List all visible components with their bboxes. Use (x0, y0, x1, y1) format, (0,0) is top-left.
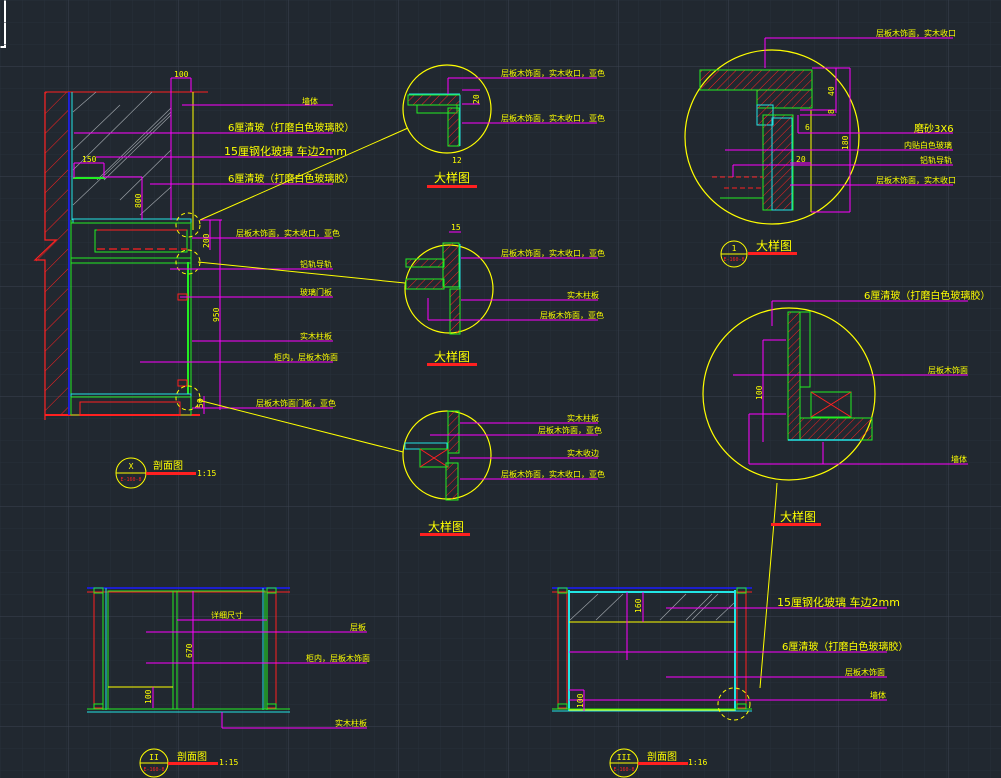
section-ii: 详细尺寸 670 100 层板 柜内，层板木饰面 实木柱板 II E-160-8… (87, 587, 370, 778)
title-ref: E-160-8 (143, 767, 164, 773)
label-d-3: 墙体 (951, 454, 967, 464)
label-ii-3: 实木柱板 (335, 718, 367, 728)
dim-1-6: 6 (805, 123, 810, 132)
label-c-3: 实木收边 (567, 448, 599, 458)
detail-1: 40 8 6 180 20 层板木饰面，实木收口 磨砂3X6 内贴白色玻璃 铝轨… (684, 28, 956, 268)
label-c-1: 实木柱板 (567, 413, 599, 423)
title-text: 剖面图 (153, 459, 183, 472)
wall-hatch (35, 92, 68, 415)
detail-a-title: 大样图 (434, 170, 470, 185)
detail-c-title: 大样图 (428, 519, 464, 534)
label-1-2: 磨砂3X6 (914, 122, 954, 135)
dim-1-180: 180 (841, 135, 850, 150)
label-rail: 铝轨导轨 (300, 259, 332, 269)
label-iii-3: 层板木饰面 (845, 667, 885, 677)
section-x-title: X E-160-8 剖面图 1:15 (115, 457, 216, 489)
label-1-3: 内贴白色玻璃 (904, 140, 952, 150)
dim-a-12: 12 (452, 156, 462, 165)
label-b-2: 实木柱板 (567, 290, 599, 300)
dim-glass-height: 800 (134, 193, 143, 208)
dim-1-8: 8 (827, 109, 836, 114)
label-wood-post: 实木柱板 (300, 331, 332, 341)
title-ref: E-160-8 (613, 767, 634, 773)
detail-a: 20 12 层板木饰面，实木收口，亚色 层板木饰面，实木收口，亚色 大样图 (402, 64, 605, 188)
title-symbol: III (617, 753, 632, 762)
detail-b-title: 大样图 (434, 349, 470, 364)
label-d-2: 层板木饰面 (928, 365, 968, 375)
detail-c: 实木柱板 层板木饰面，亚色 实木收边 层板木饰面，实木收口，亚色 大样图 (402, 410, 605, 536)
dim-ii-bottom: 100 (144, 689, 153, 704)
section-iii-title: III E-160-8 剖面图 1:16 (609, 748, 707, 778)
wall-outline (33, 92, 58, 420)
label-1-1: 层板木饰面，实木收口 (876, 28, 956, 38)
section-iii: 160 100 15厘钢化玻璃 车边2mm 6厘清玻（打磨白色玻璃胶） 层板木饰… (552, 587, 908, 778)
label-wall: 墙体 (302, 96, 318, 106)
title-symbol: 1 (732, 244, 737, 253)
label-ii-2: 柜内，层板木饰面 (306, 653, 370, 663)
title-text: 大样图 (756, 238, 792, 253)
dim-1-20: 20 (796, 155, 806, 164)
label-a-2: 层板木饰面，实木收口，亚色 (501, 113, 605, 123)
title-symbol: X (129, 462, 134, 471)
title-symbol: II (149, 753, 159, 762)
dim-top-width: 100 (174, 70, 189, 79)
label-iii-4: 墙体 (870, 690, 886, 700)
detail-b: 15 层板木饰面，实木收口，亚色 实木柱板 层板木饰面，亚色 大样图 (404, 223, 605, 366)
label-c-2: 层板木饰面，亚色 (538, 425, 602, 435)
dim-shelf: 150 (82, 155, 97, 164)
label-a-1: 层板木饰面，实木收口，亚色 (501, 68, 605, 78)
label-shelf-veneer: 层板木饰面，实木收口，亚色 (236, 228, 340, 238)
label-tempered-glass: 15厘钢化玻璃 车边2mm (224, 144, 347, 158)
dim-1-40: 40 (827, 86, 836, 96)
title-ref: E-160-8 (120, 477, 141, 483)
title-text: 剖面图 (177, 750, 207, 763)
label-clear-glass-1: 6厘清玻（打磨白色玻璃胶） (228, 121, 354, 134)
title-text: 剖面图 (647, 750, 677, 763)
label-door-veneer: 层板木饰面门板，亚色 (256, 398, 336, 408)
section-ii-title: II E-160-8 剖面图 1:15 (139, 748, 238, 778)
detail-1-title: 1 E-160-8 大样图 (720, 238, 797, 268)
label-cabinet-inner: 柜内，层板木饰面 (274, 352, 338, 362)
label-1-5: 层板木饰面，实木收口 (876, 175, 956, 185)
label-b-1: 层板木饰面，实木收口，亚色 (501, 248, 605, 258)
label-d-1: 6厘清玻（打磨白色玻璃胶） (864, 289, 990, 302)
title-ref: E-160-8 (723, 257, 744, 263)
dim-iii-bottom: 100 (576, 693, 585, 708)
label-1-4: 铝轨导轨 (920, 155, 952, 165)
label-ii-1: 层板 (350, 622, 366, 632)
dim-iii-top: 160 (634, 598, 643, 613)
detail-d-title: 大样图 (780, 509, 816, 524)
label-iii-2: 6厘清玻（打磨白色玻璃胶） (782, 640, 908, 653)
dim-drawer: 200 (202, 233, 211, 248)
label-iii-1: 15厘钢化玻璃 车边2mm (777, 595, 900, 609)
label-c-4: 层板木饰面，实木收口，亚色 (501, 469, 605, 479)
title-scale: 1:15 (197, 469, 216, 478)
label-clear-glass-2: 6厘清玻（打磨白色玻璃胶） (228, 172, 354, 185)
detail-d: 100 6厘清玻（打磨白色玻璃胶） 层板木饰面 墙体 大样图 (702, 289, 990, 689)
dim-a-20: 20 (472, 94, 481, 104)
label-glass-door: 玻璃门板 (300, 287, 332, 297)
dim-ii-inner: 详细尺寸 (211, 610, 243, 620)
section-x: 100 150 800 200 950 50 墙体 6厘清玻（打磨白色玻璃胶） … (33, 70, 409, 489)
dim-ii-height: 670 (185, 643, 194, 658)
label-b-3: 层板木饰面，亚色 (540, 310, 604, 320)
dim-d-100: 100 (755, 385, 764, 400)
title-scale: 1:16 (688, 758, 707, 767)
dim-b-15: 15 (451, 223, 461, 232)
dim-bottom: 50 (196, 398, 205, 408)
dim-door-height: 950 (212, 307, 221, 322)
title-scale: 1:15 (219, 758, 238, 767)
